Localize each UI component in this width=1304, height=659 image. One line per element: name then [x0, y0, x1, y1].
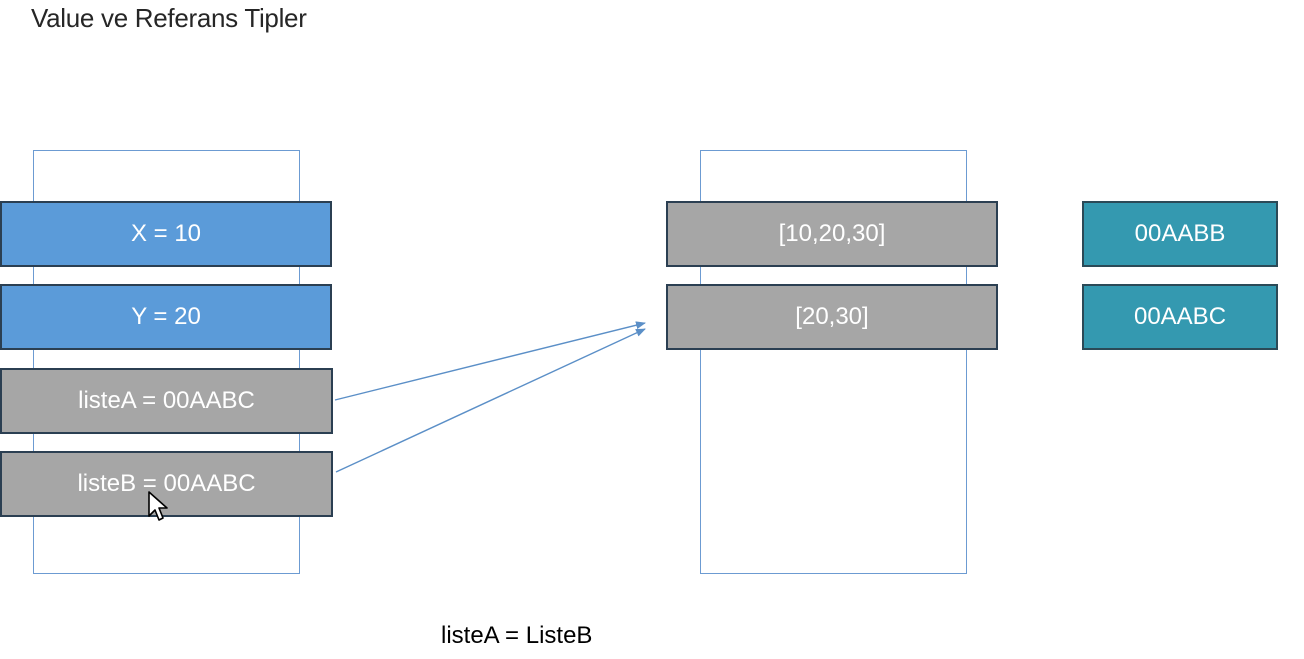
stack-cell-listeb: listeB = 00AABC [0, 451, 333, 517]
stack-cell-y-label: Y = 20 [131, 303, 201, 330]
stack-cell-listea-label: listeA = 00AABC [78, 387, 255, 414]
heap-cell-list-2-label: [20,30] [795, 303, 869, 330]
heap-cell-list-2: [20,30] [666, 284, 998, 350]
address-cell-00aabc: 00AABC [1082, 284, 1278, 350]
assignment-caption: listeA = ListeB [441, 622, 593, 649]
slide-title: Value ve Referans Tipler [31, 3, 307, 33]
address-cell-00aabc-label: 00AABC [1133, 303, 1227, 330]
arrow-listeb-to-heap [335, 328, 646, 473]
stack-frame [33, 150, 300, 574]
stack-cell-x: X = 10 [0, 201, 332, 267]
stack-cell-y: Y = 20 [0, 284, 332, 350]
address-cell-00aabb: 00AABB [1082, 201, 1278, 267]
stack-cell-x-label: X = 10 [130, 220, 202, 247]
address-cell-00aabb-label: 00AABB [1134, 220, 1226, 247]
heap-cell-list-1: [10,20,30] [666, 201, 998, 267]
arrow-listea-to-heap [334, 321, 646, 401]
mouse-cursor-icon [148, 491, 168, 521]
stack-cell-listeb-label: listeB = 00AABC [77, 470, 256, 497]
stack-cell-listea: listeA = 00AABC [0, 368, 333, 434]
heap-frame [700, 150, 967, 574]
heap-cell-list-1-label: [10,20,30] [778, 220, 886, 247]
